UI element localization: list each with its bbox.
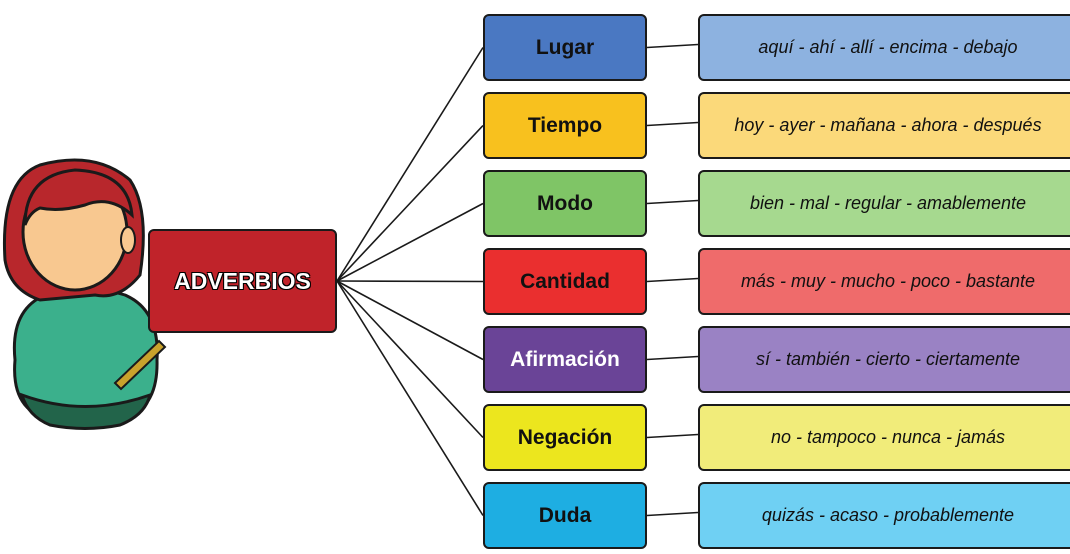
examples-text: aquí - ahí - allí - encima - debajo	[758, 37, 1018, 57]
category-label: Duda	[538, 503, 592, 527]
connector-category-to-examples	[646, 277, 699, 283]
category-box-3: Modo	[483, 170, 647, 237]
person-pants	[19, 392, 153, 430]
person-ear	[120, 226, 136, 254]
connector-category-to-examples	[646, 511, 699, 517]
category-label: Afirmación	[510, 347, 620, 371]
category-box-5: Afirmación	[483, 326, 647, 393]
root-label: ADVERBIOS	[174, 267, 311, 294]
examples-text: no - tampoco - nunca - jamás	[770, 427, 1006, 447]
root-adverbios-box: ADVERBIOS	[148, 229, 337, 333]
category-label: Cantidad	[520, 269, 610, 293]
examples-text: más - muy - mucho - poco - bastante	[740, 271, 1036, 291]
examples-box-6: no - tampoco - nunca - jamás	[698, 404, 1070, 471]
examples-text: quizás - acaso - probablemente	[761, 505, 1015, 525]
category-label: Negación	[517, 425, 613, 449]
examples-box-2: hoy - ayer - mañana - ahora - después	[698, 92, 1070, 159]
examples-text: hoy - ayer - mañana - ahora - después	[734, 115, 1042, 135]
connector-root-to-category	[336, 47, 484, 282]
connector-root-to-category	[336, 280, 484, 439]
category-label: Modo	[537, 191, 593, 215]
examples-box-3: bien - mal - regular - amablemente	[698, 170, 1070, 237]
connector-root-to-category	[336, 280, 484, 516]
connector-root-to-category	[336, 280, 484, 361]
connector-root-to-category	[336, 280, 484, 283]
connector-root-to-category	[336, 124, 484, 282]
category-label: Lugar	[535, 35, 595, 59]
category-box-1: Lugar	[483, 14, 647, 81]
category-label: Tiempo	[527, 113, 603, 137]
examples-box-7: quizás - acaso - probablemente	[698, 482, 1070, 549]
teacher-illustration	[2, 158, 167, 430]
category-box-2: Tiempo	[483, 92, 647, 159]
examples-box-4: más - muy - mucho - poco - bastante	[698, 248, 1070, 315]
pointer-stick	[113, 339, 167, 391]
category-box-4: Cantidad	[483, 248, 647, 315]
connector-category-to-examples	[646, 355, 699, 361]
examples-box-5: sí - también - cierto - ciertamente	[698, 326, 1070, 393]
category-box-6: Negación	[483, 404, 647, 471]
connector-category-to-examples	[646, 199, 699, 205]
connector-category-to-examples	[646, 43, 699, 49]
connector-category-to-examples	[646, 433, 699, 439]
examples-box-1: aquí - ahí - allí - encima - debajo	[698, 14, 1070, 81]
connector-root-to-category	[336, 202, 484, 282]
connector-category-to-examples	[646, 121, 699, 127]
person-hair-front	[23, 168, 134, 226]
examples-text: bien - mal - regular - amablemente	[749, 193, 1027, 213]
examples-text: sí - también - cierto - ciertamente	[755, 349, 1021, 369]
category-box-7: Duda	[483, 482, 647, 549]
